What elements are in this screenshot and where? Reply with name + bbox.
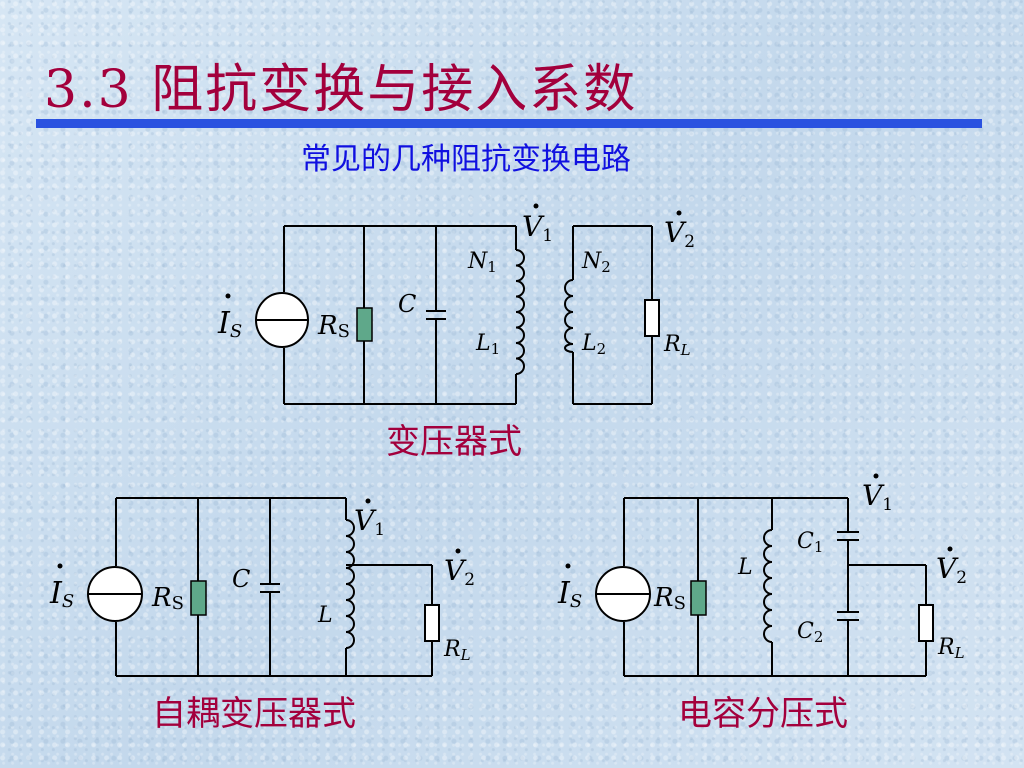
- load-resistor-label: RL: [443, 637, 471, 664]
- load-resistor-symbol: [424, 604, 440, 642]
- dot-accent-icon: [533, 203, 539, 209]
- inductor-coil-symbol: [763, 529, 773, 643]
- input-voltage-label: V1: [862, 479, 893, 515]
- source-resistor-label: RS: [151, 583, 184, 614]
- source-resistor-symbol: [356, 307, 373, 342]
- capacitor-label: C: [232, 565, 250, 593]
- dot-accent-icon: [676, 210, 682, 216]
- dot-accent-icon: [225, 293, 231, 299]
- load-resistor-symbol: [918, 604, 934, 642]
- dot-accent-icon: [947, 546, 953, 552]
- source-resistor-symbol: [190, 580, 207, 616]
- title-underline: [36, 119, 982, 128]
- load-resistor-label: RL: [937, 635, 965, 662]
- slide-title: 3.3 阻抗变换与接入系数: [44, 60, 638, 120]
- capacitor-symbol: [426, 310, 446, 320]
- capacitor-label: C: [398, 290, 416, 318]
- current-source-symbol: [87, 566, 143, 622]
- primary-voltage-label: V1: [522, 210, 553, 246]
- primary-turns-label: N1: [467, 249, 497, 276]
- source-resistor-symbol: [690, 580, 707, 616]
- capacitor-c2-label: C2: [797, 619, 823, 646]
- slide-subtitle: 常见的几种阻抗变换电路: [301, 142, 631, 177]
- capacitive-divider-circuit: IS RS L C1 C2 V1 V2 RL: [557, 473, 967, 677]
- load-resistor-label: RL: [663, 332, 691, 359]
- secondary-coil-symbol: [564, 279, 574, 353]
- dot-accent-icon: [57, 563, 63, 569]
- inductor-coil-symbol: [345, 519, 355, 649]
- dot-accent-icon: [873, 473, 879, 479]
- primary-inductance-label: L1: [475, 331, 500, 358]
- output-voltage-label: V2: [444, 554, 475, 590]
- secondary-turns-label: N2: [581, 249, 611, 276]
- dot-accent-icon: [565, 563, 571, 569]
- dot-accent-icon: [365, 498, 371, 504]
- output-voltage-label: V2: [936, 552, 967, 588]
- autotransformer-caption: 自耦变压器式: [152, 694, 356, 734]
- capacitor-symbol: [260, 583, 280, 593]
- load-resistor-symbol: [644, 299, 660, 337]
- primary-coil-symbol: [515, 249, 525, 375]
- secondary-inductance-label: L2: [581, 331, 606, 358]
- secondary-voltage-label: V2: [664, 216, 695, 252]
- dot-accent-icon: [455, 548, 461, 554]
- transformer-caption: 变压器式: [386, 422, 522, 462]
- transformer-circuit: IS RS C N1 L1 N2 L2 V1 V2 RL: [217, 203, 695, 405]
- capacitor-c1-symbol: [837, 531, 859, 541]
- source-resistor-label: RS: [653, 583, 686, 614]
- input-voltage-label: V1: [354, 504, 385, 540]
- capacitor-c2-symbol: [837, 611, 859, 621]
- source-current-label: IS: [557, 576, 582, 612]
- capacitor-c1-label: C1: [797, 529, 823, 556]
- current-source-symbol: [255, 292, 309, 348]
- source-current-label: IS: [217, 306, 242, 342]
- source-current-label: IS: [49, 576, 74, 612]
- inductor-label: L: [737, 555, 753, 580]
- capacitive-divider-caption: 电容分压式: [678, 694, 848, 734]
- autotransformer-circuit: IS RS C L V1 V2 RL: [49, 497, 475, 677]
- inductor-label: L: [317, 603, 333, 628]
- source-resistor-label: RS: [317, 311, 350, 342]
- current-source-symbol: [595, 566, 651, 622]
